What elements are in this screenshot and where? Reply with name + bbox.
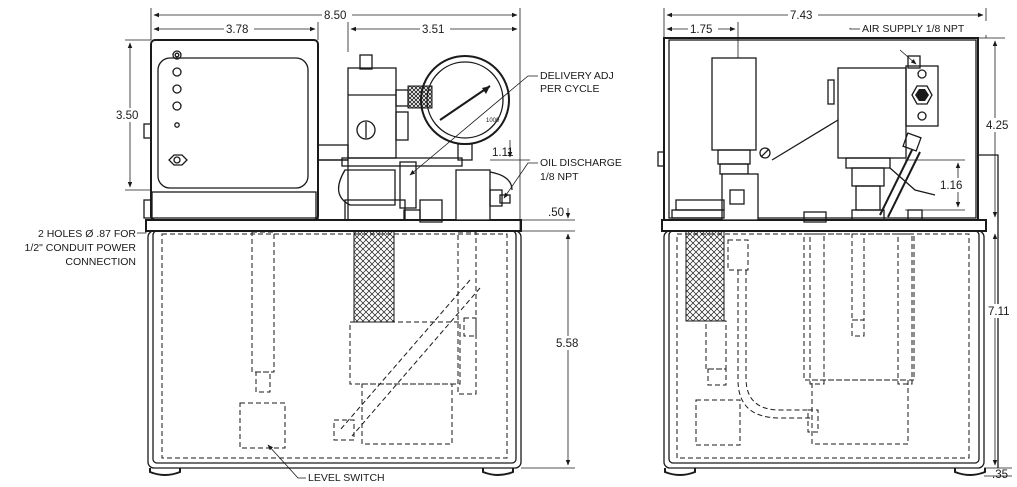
side-foot-right <box>954 468 986 476</box>
hex-nut <box>168 154 188 166</box>
front-foot-right <box>482 468 514 476</box>
side-foot-left <box>664 468 696 476</box>
gauge-needle <box>439 85 491 121</box>
pressure-gauge <box>420 55 510 145</box>
gauge-scale-label: 1000 <box>486 118 500 124</box>
dim-side-width: 7.43 <box>790 10 812 22</box>
label-air-supply: AIR SUPPLY 1/8 NPT <box>862 23 965 35</box>
label-oil-discharge-npt: 1/8 NPT <box>540 171 579 183</box>
side-discharge-fitting <box>721 173 759 221</box>
front-foot-left <box>149 468 181 476</box>
indicator-light <box>172 67 182 77</box>
indicator-light <box>172 101 182 111</box>
indicator-light <box>172 84 182 94</box>
dim-side-offset: 1.75 <box>690 24 712 36</box>
dim-box-height: 3.50 <box>116 110 138 122</box>
side-mounting-plate <box>661 219 987 232</box>
front-inner-tank <box>161 233 508 459</box>
dim-foot-height: .35 <box>992 469 1008 481</box>
dim-gauge-width: 3.51 <box>422 24 444 36</box>
indicator-light <box>172 50 182 60</box>
side-view: 7.43 1.75 AIR SUPPLY 1/8 NPT 4.25 1.16 7… <box>657 8 1015 481</box>
dim-tank-height: 5.58 <box>556 338 578 350</box>
solenoid-valve <box>347 67 397 159</box>
label-level-switch: LEVEL SWITCH <box>308 472 385 484</box>
dim-plate-thickness: .50 <box>548 207 564 219</box>
dim-side-tank-height: 7.11 <box>988 306 1010 318</box>
level-switch-float <box>239 402 286 449</box>
label-conduit-power: 1/2" CONDUIT POWER <box>25 242 137 254</box>
label-oil-discharge: OIL DISCHARGE <box>540 157 622 169</box>
discharge-fitting <box>455 169 491 221</box>
enclosure-panel <box>157 57 309 189</box>
dim-overall-width: 8.50 <box>324 10 346 22</box>
dim-side-fitting-height: 1.16 <box>940 180 962 192</box>
label-per-cycle: PER CYCLE <box>540 83 600 95</box>
front-view: 1000 8.50 3.78 <box>25 8 622 484</box>
label-conduit-connection: CONNECTION <box>65 256 136 268</box>
side-valve-block <box>837 67 907 159</box>
dim-left-width: 3.78 <box>226 24 248 36</box>
dim-side-upper-height: 4.25 <box>986 120 1008 132</box>
dim-discharge-height: 1.11 <box>492 147 514 159</box>
side-suction-filter <box>685 230 725 322</box>
electrical-enclosure <box>150 39 319 221</box>
label-conduit-holes: 2 HOLES Ø .87 FOR <box>38 228 136 240</box>
label-delivery-adj: DELIVERY ADJ <box>540 70 614 82</box>
side-hex-fitting <box>911 85 933 105</box>
side-solenoid <box>711 57 757 151</box>
front-mounting-plate <box>145 219 522 232</box>
suction-filter <box>353 230 395 323</box>
